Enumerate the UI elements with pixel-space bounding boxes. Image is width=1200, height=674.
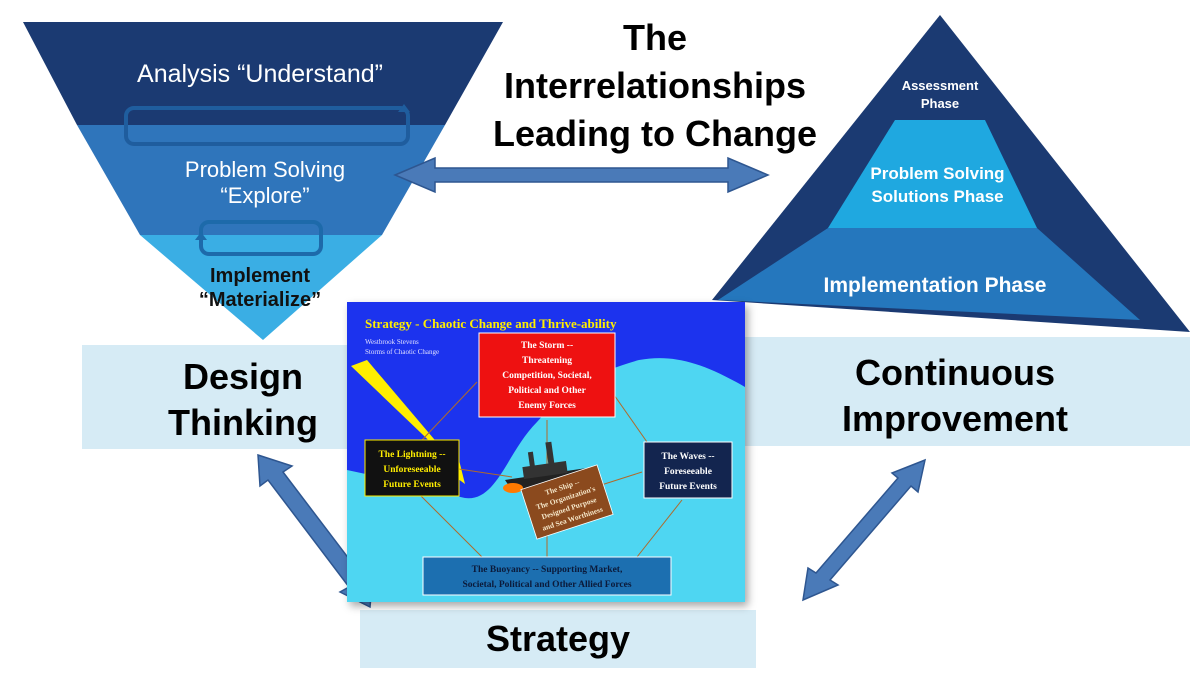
design-thinking-line-2: Thinking	[168, 402, 318, 443]
storm-line: Competition, Societal,	[502, 371, 592, 381]
right-double-arrow[interactable]	[802, 458, 927, 602]
design-thinking-label: Design Thinking	[118, 354, 368, 446]
problem-solving-layer	[77, 125, 445, 235]
waves-line: The Waves --	[661, 452, 714, 462]
analysis-layer	[23, 22, 503, 125]
assessment-phase-label: Assessment Phase	[880, 77, 1000, 113]
lightning-line: Future Events	[383, 480, 441, 490]
inset-author-1: Westbrook Stevens	[365, 338, 419, 346]
waves-text: The Waves -- Foreseeable Future Events	[659, 452, 717, 492]
buoyancy-box	[422, 556, 672, 596]
continuous-improvement-triangle	[712, 15, 1190, 332]
waves-line: Foreseeable	[664, 467, 712, 477]
horizontal-double-arrow[interactable]	[393, 156, 770, 194]
storm-line: The Storm --	[521, 341, 573, 351]
title-line-1: The	[622, 17, 687, 58]
implementation-layer	[718, 228, 1140, 320]
solutions-line-1: Problem Solving	[870, 164, 1005, 183]
lightning-line: The Lightning --	[378, 450, 445, 460]
solutions-phase-label: Problem Solving Solutions Phase	[840, 162, 1035, 208]
problem-solving-line-2: “Explore”	[220, 183, 310, 208]
implement-line-1: Implement	[209, 265, 311, 287]
analysis-cycle-loop	[124, 106, 410, 146]
analysis-label: Analysis “Understand”	[137, 60, 383, 88]
loop-arrow-icon	[398, 104, 410, 112]
strategy-label: Strategy	[485, 618, 631, 659]
inset-author-2: Storms of Chaotic Change	[365, 348, 439, 356]
implement-line-2: “Materialize”	[198, 289, 322, 311]
design-thinking-box	[82, 345, 364, 449]
lightning-line: Unforeseeable	[383, 465, 440, 475]
inset-title: Strategy - Chaotic Change and Thrive-abi…	[365, 316, 617, 331]
storm-line: Threatening	[522, 356, 572, 366]
lightning-icon	[351, 360, 465, 484]
ship-box: The Ship -- The Organization's Designed …	[520, 464, 614, 540]
title-line-2: Interrelationships	[503, 65, 807, 106]
solutions-layer	[828, 120, 1037, 228]
waves-line: Future Events	[659, 482, 717, 492]
implementation-phase-label: Implementation Phase	[823, 274, 1047, 297]
lightning-box	[364, 439, 460, 497]
continuous-improvement-line-1: Continuous	[855, 352, 1055, 393]
loop-arrow-icon	[195, 232, 207, 240]
title-line-3: Leading to Change	[493, 113, 817, 154]
storm-line: Political and Other	[508, 386, 586, 396]
design-thinking-line-1: Design	[182, 356, 304, 397]
storm-box	[478, 332, 616, 418]
continuous-improvement-label: Continuous Improvement	[800, 350, 1110, 442]
problem-solving-label: Problem Solving “Explore”	[130, 157, 400, 209]
implement-label: Implement “Materialize”	[160, 264, 360, 312]
lightning-text: The Lightning -- Unforeseeable Future Ev…	[378, 450, 445, 490]
storm-line: Enemy Forces	[518, 401, 576, 411]
buoyancy-line: The Buoyancy -- Supporting Market,	[472, 565, 623, 575]
buoyancy-line: Societal, Political and Other Allied For…	[462, 580, 631, 590]
buoyancy-text: The Buoyancy -- Supporting Market, Socie…	[462, 565, 631, 590]
design-thinking-triangle	[23, 22, 503, 340]
assessment-layer	[895, 22, 985, 120]
continuous-improvement-line-2: Improvement	[841, 398, 1069, 439]
strategy-box	[360, 610, 756, 668]
implement-layer	[140, 235, 382, 340]
left-double-arrow[interactable]	[257, 453, 374, 609]
assessment-line-2: Phase	[920, 96, 960, 111]
waves-box	[643, 441, 733, 499]
solutions-line-2: Solutions Phase	[871, 187, 1004, 206]
storm-text: The Storm -- Threatening Competition, So…	[502, 341, 592, 411]
page-title: The Interrelationships Leading to Change	[455, 14, 855, 158]
strategy-inset-image: Strategy - Chaotic Change and Thrive-abi…	[347, 302, 745, 602]
continuous-improvement-box	[742, 337, 1190, 446]
problem-solving-line-1: Problem Solving	[184, 157, 346, 182]
assessment-line-1: Assessment	[901, 78, 979, 93]
